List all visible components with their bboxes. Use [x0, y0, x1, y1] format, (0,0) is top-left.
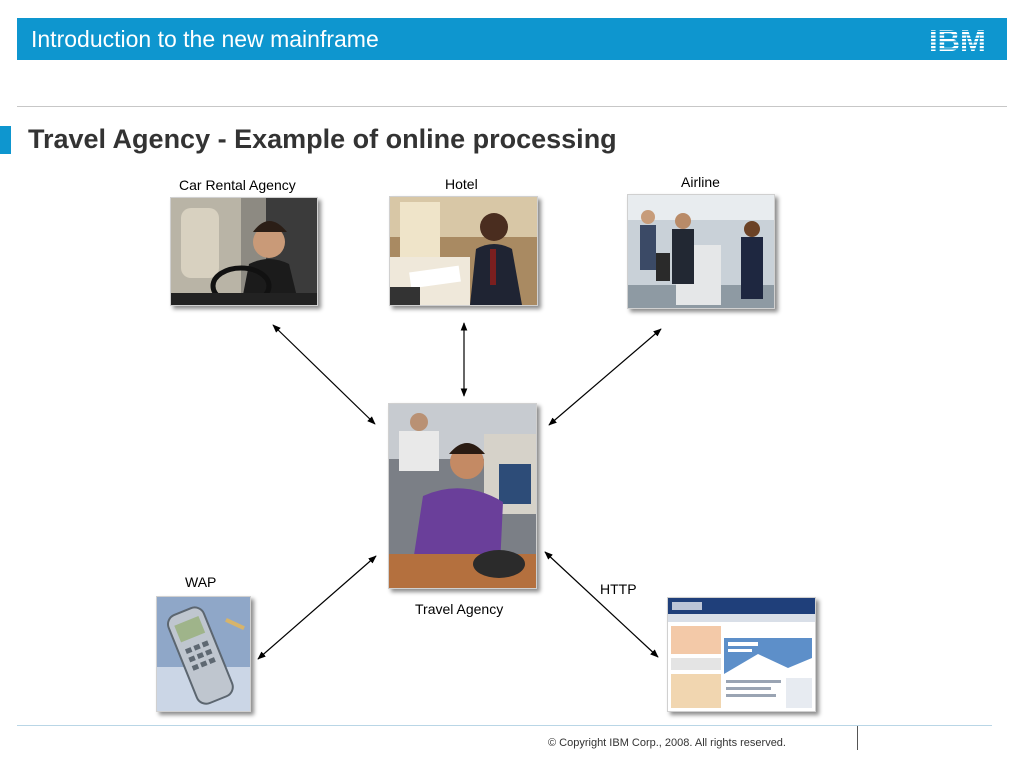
- header-title: Introduction to the new mainframe: [31, 26, 379, 52]
- car-rental-photo: [170, 197, 318, 306]
- airline-label: Airline: [681, 174, 720, 190]
- arrow-wap: [257, 555, 377, 660]
- header-banner: Introduction to the new mainframe IBM: [17, 18, 1007, 60]
- arrow-car-rental: [272, 324, 376, 425]
- hotel-photo: [389, 196, 538, 306]
- wap-photo: [156, 596, 251, 712]
- header-rule: [17, 106, 1007, 107]
- copyright-text: © Copyright IBM Corp., 2008. All rights …: [548, 737, 786, 749]
- wap-label: WAP: [185, 574, 217, 590]
- car-rental-label: Car Rental Agency: [179, 177, 296, 193]
- ibm-logo: IBM: [929, 23, 993, 58]
- arrow-airline: [548, 328, 662, 426]
- footer-rule: [17, 725, 992, 726]
- hotel-label: Hotel: [445, 176, 478, 192]
- http-photo: [667, 597, 816, 712]
- footer-divider: [857, 726, 858, 750]
- svg-text:IBM: IBM: [929, 25, 986, 53]
- arrow-http: [544, 551, 659, 658]
- title-marker: [0, 126, 11, 154]
- travel-agency-label: Travel Agency: [415, 601, 504, 617]
- airline-photo: [627, 194, 775, 309]
- slide-title: Travel Agency - Example of online proces…: [28, 124, 617, 154]
- travel-agency-photo: [388, 403, 537, 589]
- http-label: HTTP: [600, 581, 637, 597]
